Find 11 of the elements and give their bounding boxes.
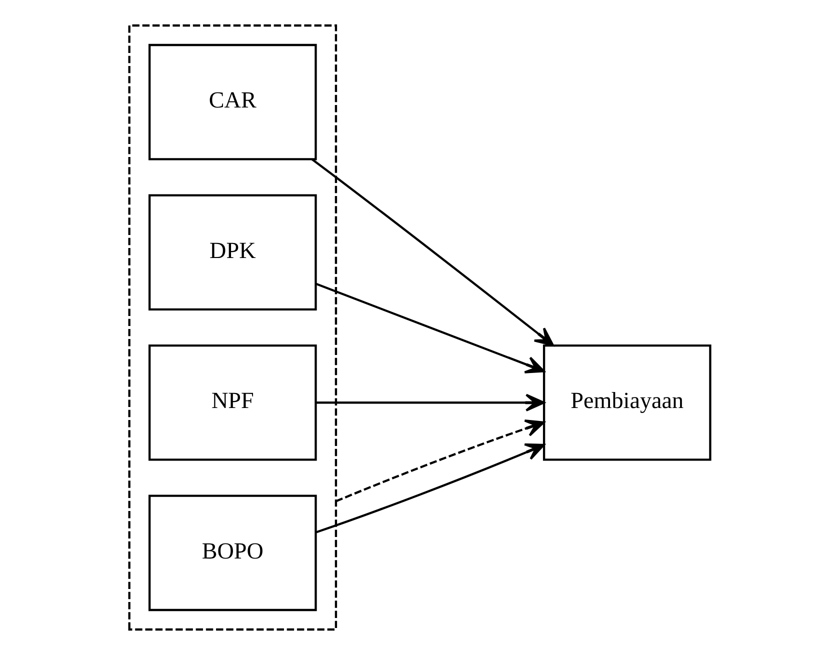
node-box: Pembiayaan	[542, 344, 711, 461]
arrow	[316, 394, 544, 412]
arrow	[315, 443, 544, 534]
cluster	[128, 24, 337, 631]
arrow	[315, 282, 544, 374]
node-box: NPF	[148, 344, 316, 461]
node-box: DPK	[148, 194, 316, 311]
node-box: BOPO	[148, 494, 316, 612]
arrow	[310, 158, 554, 346]
node-box: CAR	[148, 44, 316, 160]
arrow	[335, 420, 544, 502]
